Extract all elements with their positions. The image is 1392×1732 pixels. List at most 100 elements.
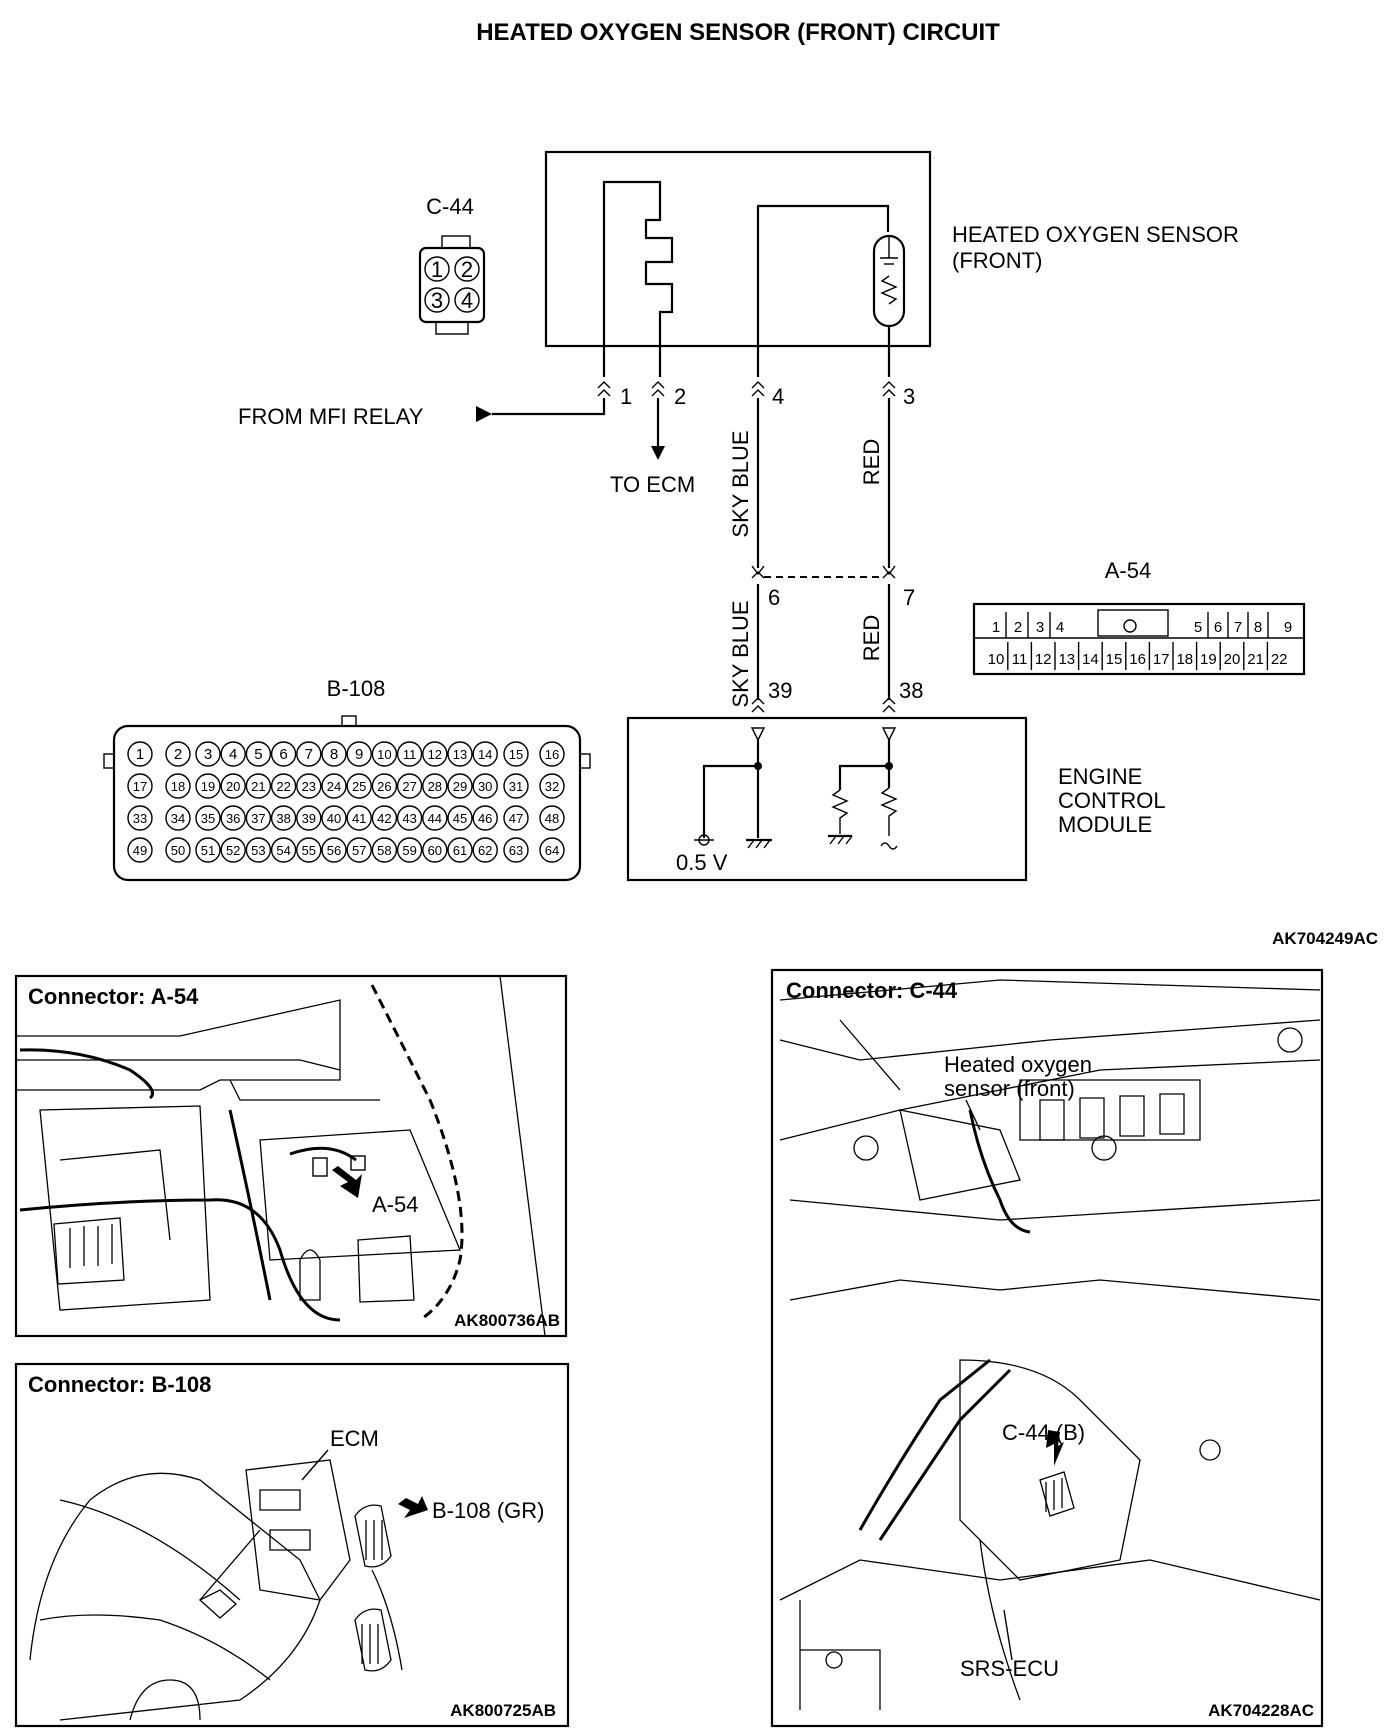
b108-pin-circle	[447, 773, 473, 799]
b108-pin-circle	[371, 741, 398, 767]
b108-pin-circle	[447, 805, 473, 831]
b108-pin-label: 22	[276, 779, 290, 794]
b108-pin-circle	[296, 837, 322, 863]
wire-color-red-upper: RED	[859, 439, 884, 485]
panel-b108-header: Connector: B-108	[28, 1372, 211, 1397]
ecm-label-1: ENGINE	[1058, 764, 1142, 789]
b108-pin-label: 13	[453, 747, 467, 762]
b108-pin-label: 46	[478, 811, 492, 826]
b108-pin-label: 35	[201, 811, 215, 826]
b108-pin-label: 54	[276, 843, 290, 858]
panel-b108-code: AK800725AB	[450, 1701, 556, 1720]
c44-pin-3: 3	[431, 288, 443, 313]
diagram-title: HEATED OXYGEN SENSOR (FRONT) CIRCUIT	[476, 19, 1000, 46]
a54-pin-label: 21	[1247, 651, 1264, 668]
b108-connector-label: B-108	[327, 676, 386, 701]
b108-pin-label: 9	[355, 746, 363, 763]
b108-pin-label: 32	[545, 779, 559, 794]
a54-pin-label: 4	[1056, 619, 1064, 636]
b108-pin-circle	[127, 837, 153, 863]
b108-pin-circle	[503, 837, 529, 863]
panel-a54-callout: A-54	[372, 1192, 418, 1217]
b108-pin-circle	[371, 837, 398, 863]
b108-pin-circle	[195, 837, 221, 863]
b108-pin-circle	[371, 805, 398, 831]
b108-pin-circle	[165, 805, 191, 831]
ecm-connector-chevrons	[751, 697, 896, 713]
b108-pin-label: 45	[453, 811, 467, 826]
b108-pin-label: 11	[403, 747, 417, 762]
b108-pin-circle	[472, 805, 498, 831]
panel-c44-header: Connector: C-44	[786, 978, 958, 1003]
b108-pin-label: 60	[428, 843, 442, 858]
b108-pin-circle	[195, 741, 221, 767]
a54-pin-label: 19	[1200, 651, 1217, 668]
b108-pin-label: 38	[276, 811, 290, 826]
b108-pin-label: 15	[509, 747, 523, 762]
b108-pin-label: 23	[302, 779, 316, 794]
b108-pin-circle	[127, 741, 153, 767]
b108-pin-label: 21	[251, 779, 265, 794]
b108-pin-label: 8	[330, 746, 338, 763]
wire-color-red-lower: RED	[859, 615, 884, 661]
b108-pin-circle	[503, 805, 529, 831]
ecm-pin-38: 38	[899, 678, 923, 703]
a54-pin-label: 22	[1271, 651, 1288, 668]
sensor-label-1: HEATED OXYGEN SENSOR	[952, 222, 1239, 247]
b108-pin-circle	[422, 773, 448, 799]
b108-pin-label: 52	[226, 843, 240, 858]
wire-color-sky-blue-upper: SKY BLUE	[728, 430, 753, 537]
b108-pin-circle	[270, 773, 297, 799]
a54-pin-label: 9	[1284, 619, 1292, 636]
b108-pin-label: 29	[453, 779, 467, 794]
panel-a54-header: Connector: A-54	[28, 984, 199, 1009]
b108-pin-circle	[422, 805, 448, 831]
b108-pin-circle	[296, 741, 322, 767]
b108-pin-circle	[396, 773, 423, 799]
a54-pin-label: 11	[1012, 651, 1028, 668]
b108-pin-label: 58	[377, 843, 391, 858]
mid-pin-6: 6	[768, 585, 780, 610]
b108-pin-circle	[447, 741, 473, 767]
wire-color-sky-blue-lower: SKY BLUE	[728, 600, 753, 707]
b108-pin-label: 4	[229, 746, 237, 763]
b108-pin-circle	[346, 773, 372, 799]
a54-pin-label: 20	[1224, 651, 1241, 668]
a54-pin-label: 10	[988, 651, 1005, 668]
b108-pin-circle	[472, 837, 498, 863]
b108-pin-label: 33	[133, 811, 147, 826]
b108-pin-label: 24	[327, 779, 341, 794]
b108-pin-label: 50	[171, 843, 185, 858]
ecm-box	[626, 716, 1028, 882]
panel-c44-sensor-label-2: sensor (front)	[944, 1076, 1075, 1101]
panel-a54	[14, 974, 568, 1338]
b108-pin-circle	[165, 773, 191, 799]
a54-pin-label: 1	[992, 619, 1000, 636]
b108-pin-label: 17	[133, 779, 147, 794]
a54-pin-label: 16	[1129, 651, 1146, 668]
c44-pin-1: 1	[431, 257, 443, 282]
b108-pin-label: 44	[428, 811, 442, 826]
a54-pin-label: 13	[1058, 651, 1075, 668]
b108-pin-label: 42	[377, 811, 391, 826]
b108-pin-circle	[447, 837, 473, 863]
b108-pin-label: 57	[352, 843, 366, 858]
b108-pin-circle	[472, 773, 498, 799]
b108-pin-label: 16	[545, 747, 559, 762]
b108-pin-label: 49	[133, 843, 147, 858]
b108-pin-circle	[422, 837, 448, 863]
b108-pin-label: 39	[302, 811, 316, 826]
b108-pin-circle	[245, 805, 272, 831]
to-ecm-label: TO ECM	[610, 472, 695, 497]
b108-pin-label: 63	[509, 843, 523, 858]
panel-c44-callout: C-44 (B)	[1002, 1420, 1085, 1445]
b108-pin-circle	[270, 837, 297, 863]
b108-pin-circle	[245, 741, 272, 767]
b108-pin-label: 43	[402, 811, 416, 826]
b108-pin-label: 51	[201, 843, 215, 858]
ecm-label-3: MODULE	[1058, 812, 1152, 837]
b108-pin-circle	[165, 837, 191, 863]
